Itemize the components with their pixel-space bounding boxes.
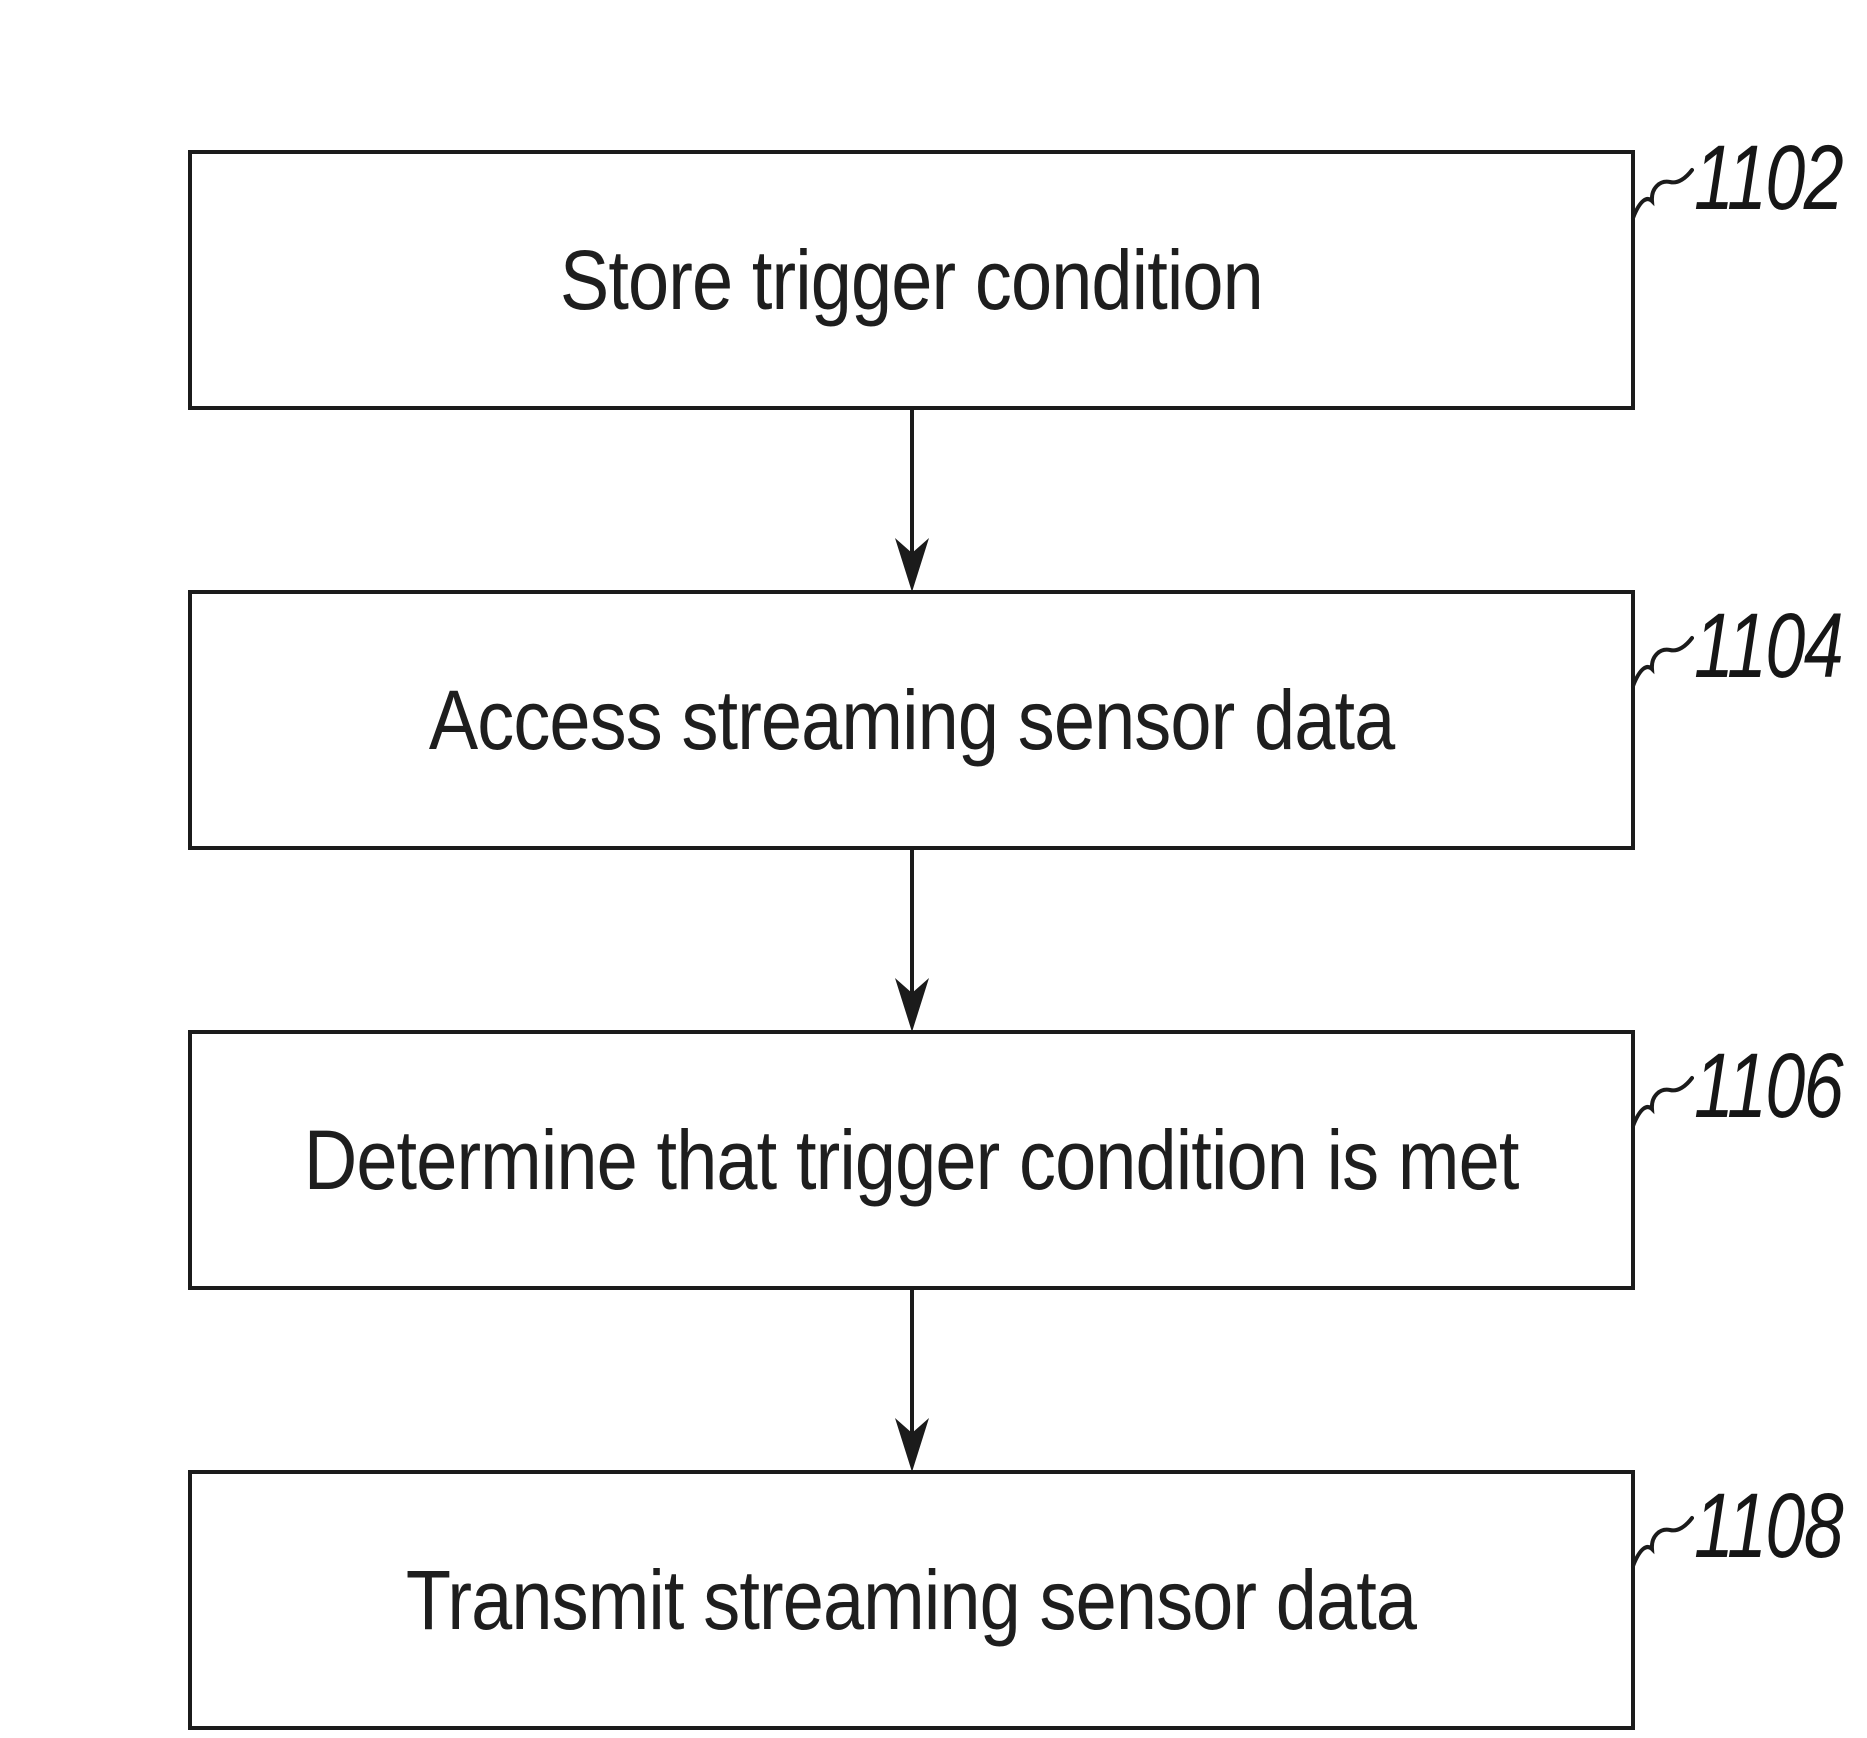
ref-numeral: 1106 [1694, 1035, 1844, 1137]
leader-squiggle-icon [1631, 1076, 1694, 1128]
step-title: Determine that trigger condition is met [304, 1112, 1520, 1207]
ref-numeral: 1102 [1694, 127, 1844, 229]
step-box-determine-trigger-condition-met: Determine that trigger condition is met [188, 1030, 1635, 1290]
arrow-down-icon [895, 846, 929, 1032]
ref-label-group-1104: 1104 [1630, 600, 1867, 692]
ref-label-group-1108: 1108 [1630, 1480, 1867, 1572]
step-box-access-streaming-sensor-data: Access streaming sensor data [188, 590, 1635, 850]
step-box-store-trigger-condition: Store trigger condition [188, 150, 1635, 410]
step-title: Store trigger condition [560, 232, 1264, 327]
ref-label-group-1102: 1102 [1630, 132, 1867, 224]
leader-squiggle-icon [1631, 636, 1694, 688]
leader-squiggle-icon [1631, 168, 1694, 220]
step-title: Access streaming sensor data [428, 672, 1395, 767]
ref-numeral: 1108 [1694, 1475, 1844, 1577]
ref-label-group-1106: 1106 [1630, 1040, 1867, 1132]
ref-numeral: 1104 [1694, 595, 1844, 697]
arrow-down-icon [895, 1286, 929, 1472]
leader-squiggle-icon [1631, 1516, 1694, 1568]
step-title: Transmit streaming sensor data [406, 1552, 1417, 1647]
arrow-down-icon [895, 406, 929, 592]
step-box-transmit-streaming-sensor-data: Transmit streaming sensor data [188, 1470, 1635, 1730]
